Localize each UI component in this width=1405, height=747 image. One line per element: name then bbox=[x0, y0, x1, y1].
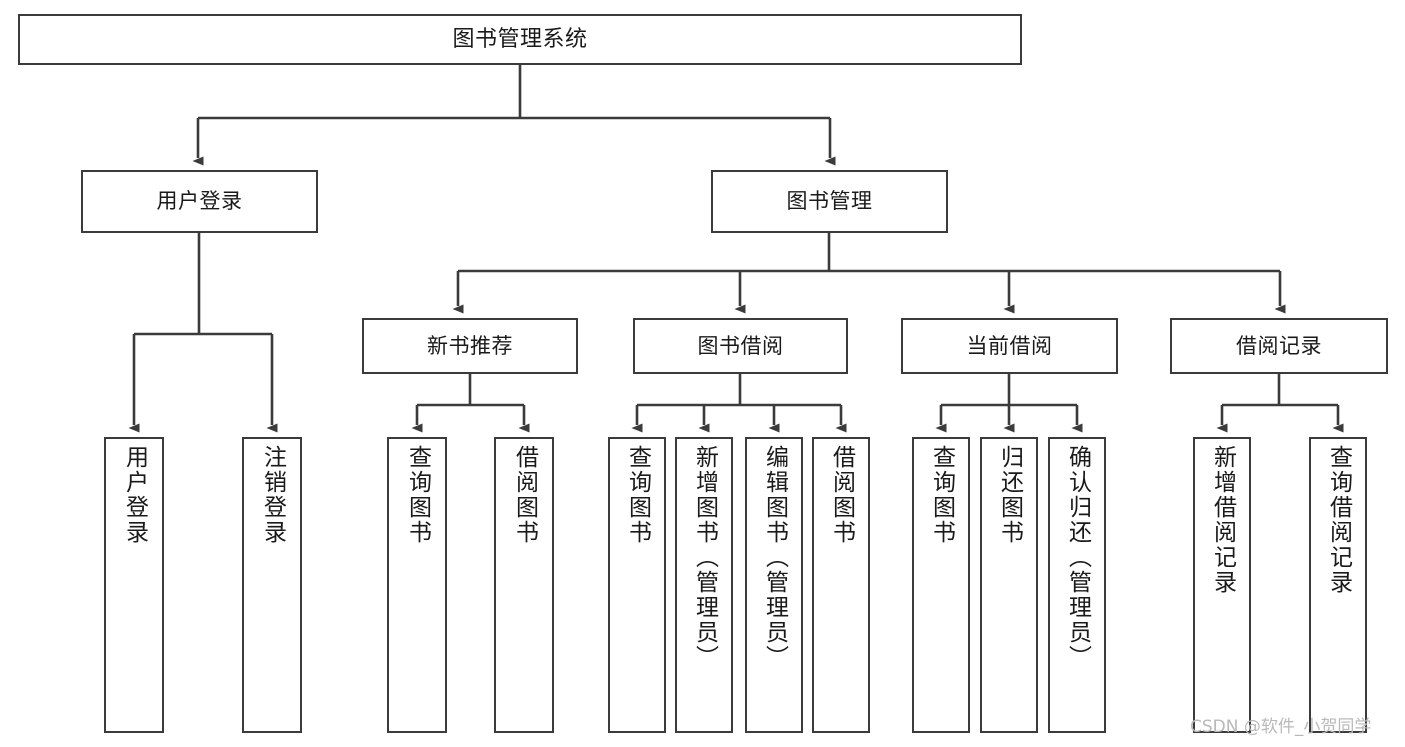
csdn-watermark: CSDN @软件_小贺同学 bbox=[1190, 717, 1372, 737]
node-label: 编辑图书（管理员） bbox=[761, 445, 788, 670]
node-label: 查询图书 bbox=[404, 445, 431, 545]
node-root-book-management-system[interactable]: 图书管理系统 bbox=[18, 14, 1022, 65]
leaf-borrow-lend-book[interactable]: 借阅图书 bbox=[812, 437, 870, 733]
node-label: 当前借阅 bbox=[966, 333, 1053, 358]
node-label: 查询图书 bbox=[624, 445, 651, 545]
node-label: 确认归还（管理员） bbox=[1064, 445, 1091, 670]
node-label: 归还图书 bbox=[996, 445, 1023, 545]
leaf-user-login[interactable]: 用户登录 bbox=[104, 437, 164, 733]
node-label: 查询借阅记录 bbox=[1325, 445, 1352, 595]
node-label: 借阅图书 bbox=[511, 445, 538, 545]
leaf-current-confirm-return-admin[interactable]: 确认归还（管理员） bbox=[1048, 437, 1106, 733]
leaf-record-add-borrow-record[interactable]: 新增借阅记录 bbox=[1193, 437, 1251, 733]
leaf-borrow-query-book[interactable]: 查询图书 bbox=[608, 437, 666, 733]
leaf-borrow-add-book-admin[interactable]: 新增图书（管理员） bbox=[675, 437, 733, 733]
node-label: 查询图书 bbox=[928, 445, 955, 545]
node-current-borrow[interactable]: 当前借阅 bbox=[901, 318, 1118, 374]
node-label: 图书管理 bbox=[786, 189, 873, 214]
node-label: 新增图书（管理员） bbox=[691, 445, 718, 670]
node-label: 新书推荐 bbox=[427, 333, 513, 358]
leaf-user-logout[interactable]: 注销登录 bbox=[242, 437, 302, 733]
leaf-current-query-book[interactable]: 查询图书 bbox=[912, 437, 970, 733]
leaf-record-query-borrow-record[interactable]: 查询借阅记录 bbox=[1309, 437, 1367, 733]
node-label: 用户登录 bbox=[121, 445, 148, 545]
node-label: 新增借阅记录 bbox=[1209, 445, 1236, 595]
node-book-management[interactable]: 图书管理 bbox=[711, 170, 948, 233]
node-label: 图书借阅 bbox=[697, 333, 784, 358]
node-user-login[interactable]: 用户登录 bbox=[81, 170, 318, 233]
node-label: 用户登录 bbox=[156, 189, 243, 214]
leaf-borrow-edit-book-admin[interactable]: 编辑图书（管理员） bbox=[745, 437, 803, 733]
leaf-recommend-borrow-book[interactable]: 借阅图书 bbox=[494, 437, 554, 733]
leaf-current-return-book[interactable]: 归还图书 bbox=[980, 437, 1038, 733]
node-label: 借阅记录 bbox=[1236, 333, 1322, 358]
leaf-recommend-query-book[interactable]: 查询图书 bbox=[387, 437, 447, 733]
node-book-borrow[interactable]: 图书借阅 bbox=[633, 318, 848, 374]
node-borrow-record[interactable]: 借阅记录 bbox=[1170, 318, 1388, 374]
node-new-book-recommend[interactable]: 新书推荐 bbox=[362, 318, 578, 374]
node-label: 借阅图书 bbox=[828, 445, 855, 545]
node-label: 图书管理系统 bbox=[452, 26, 588, 52]
node-label: 注销登录 bbox=[259, 445, 286, 545]
